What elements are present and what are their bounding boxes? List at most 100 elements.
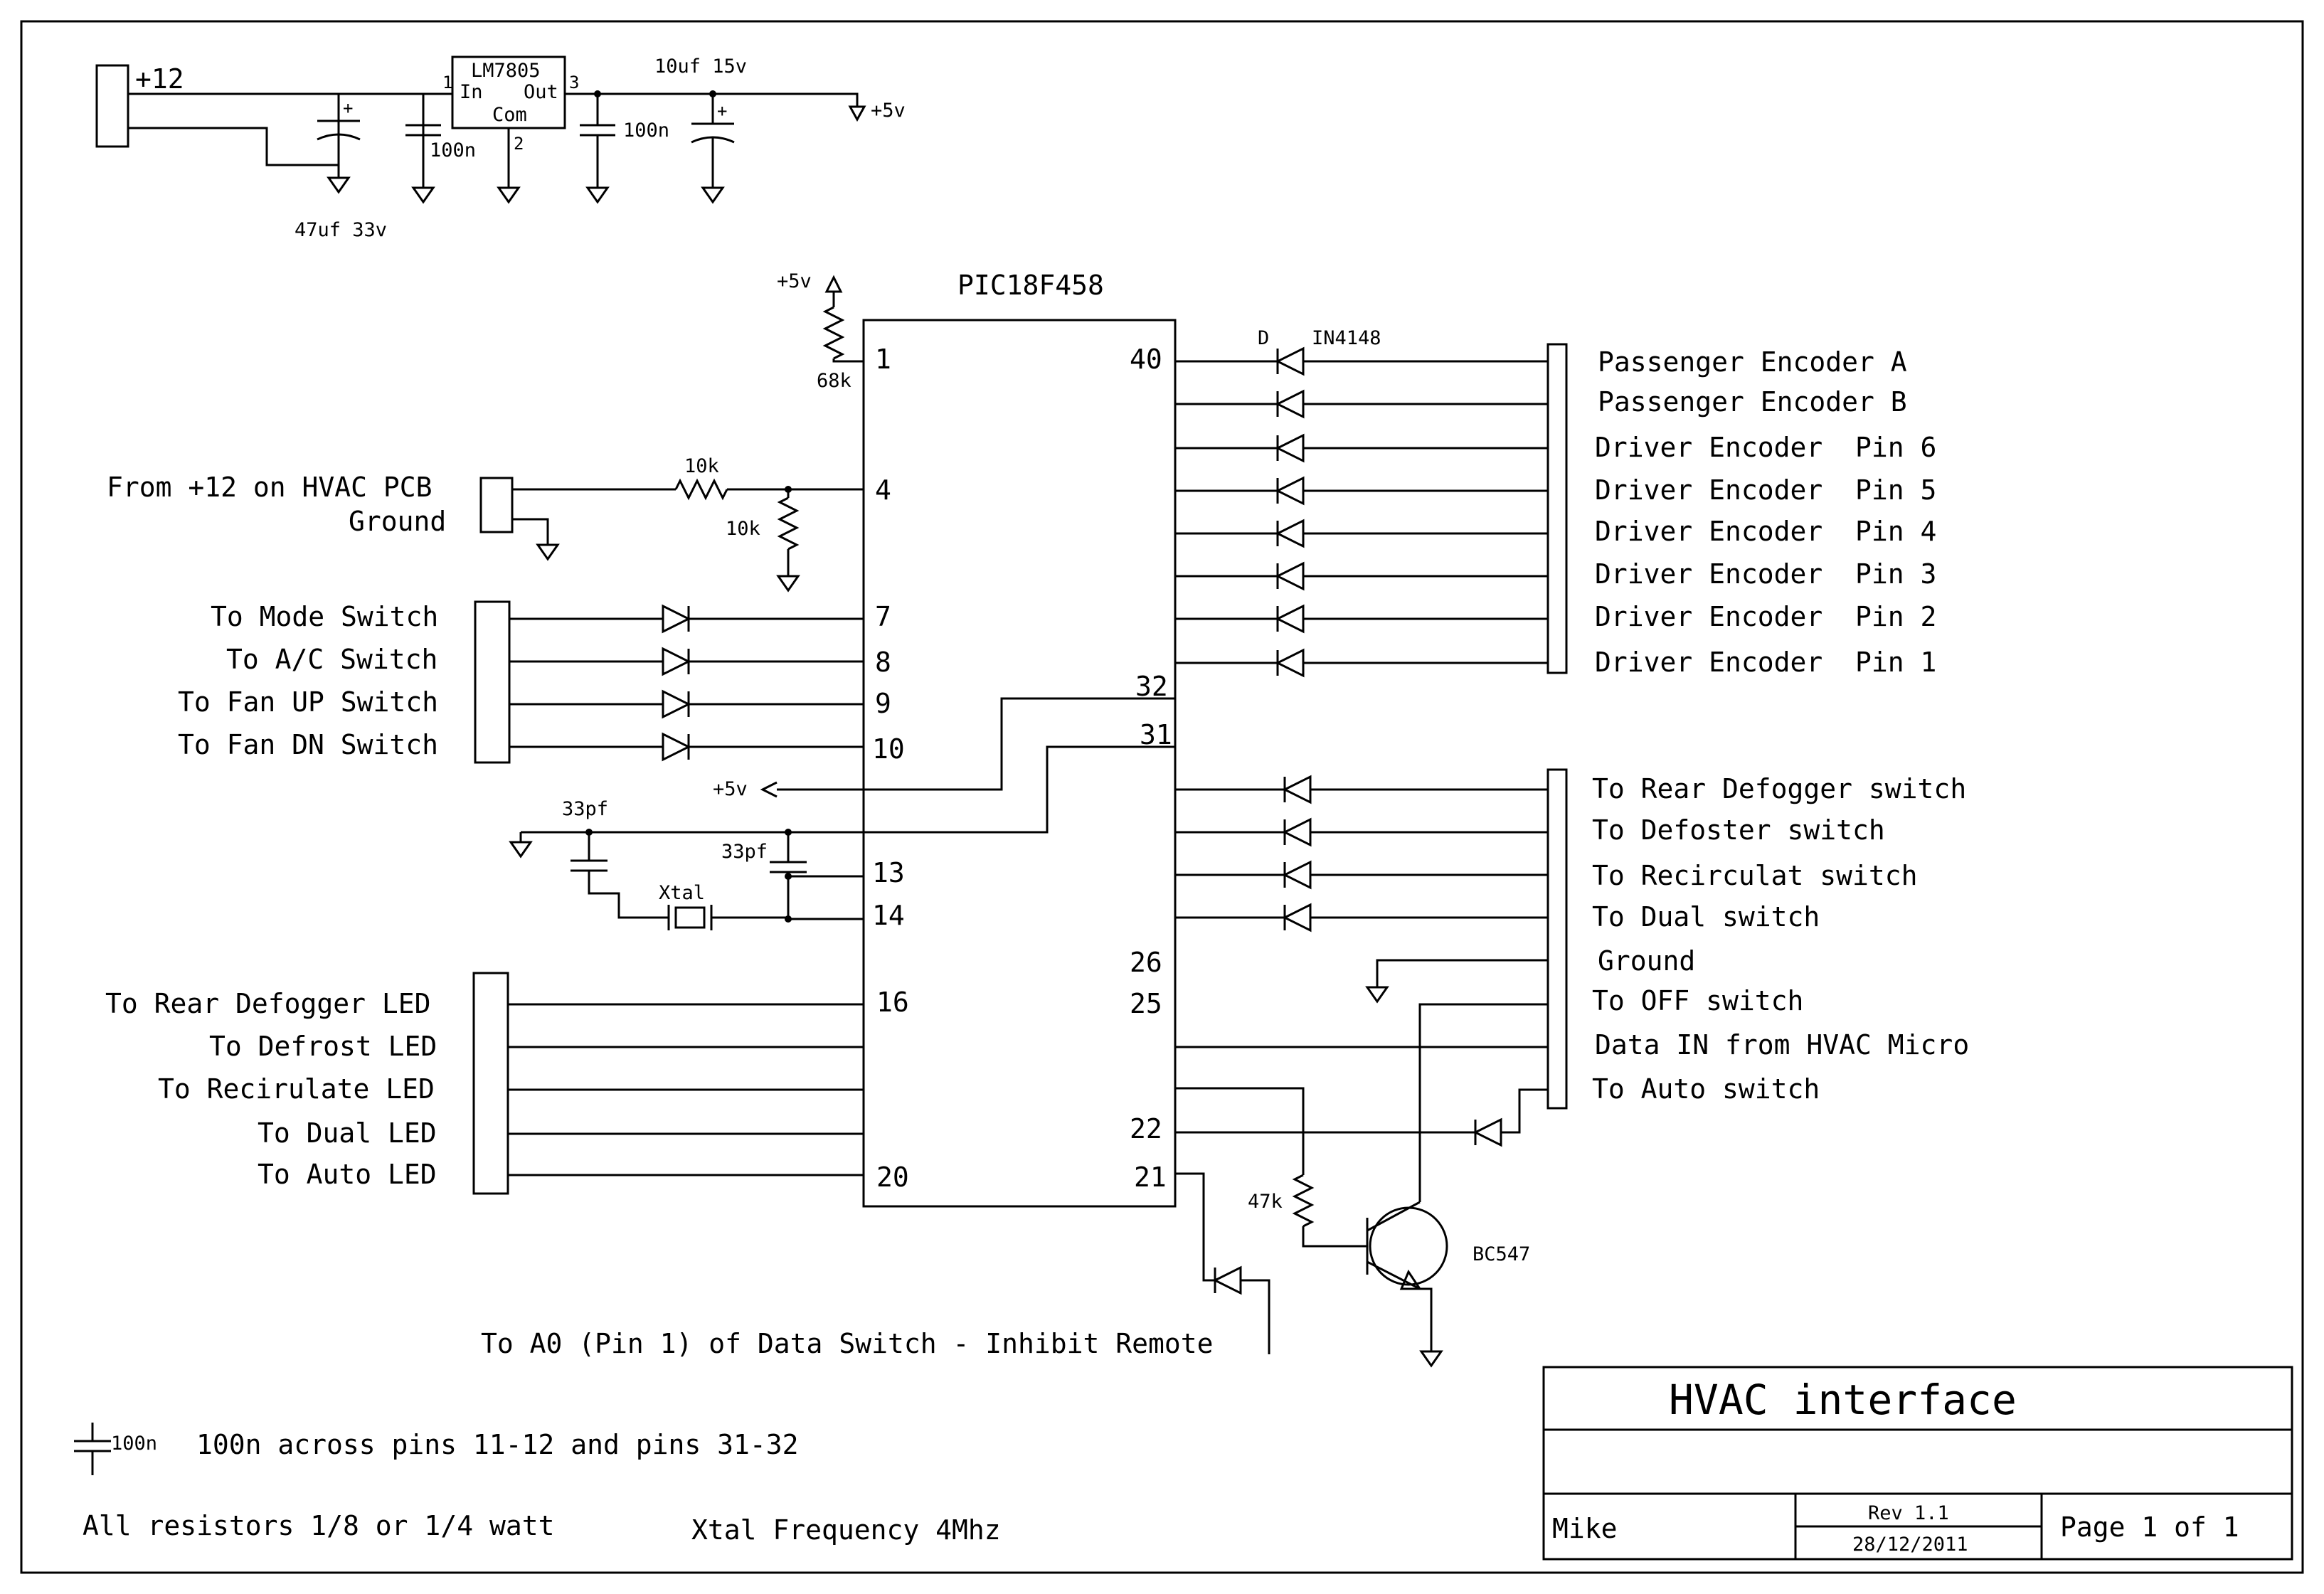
svg-text:D: D (1258, 327, 1269, 349)
control-label-ground: Ground (1598, 945, 1695, 977)
author-text: Mike (1552, 1513, 1618, 1544)
svg-text:3: 3 (569, 73, 579, 92)
input-electrolytic-cap: + (317, 94, 361, 193)
encoder-label-passenger-b: Passenger Encoder B (1598, 386, 1907, 418)
switch-label-fan-dn: To Fan DN Switch (178, 729, 438, 760)
encoder-label-driver-4: Driver Encoder Pin 4 (1595, 516, 1936, 547)
xtal-note: Xtal Frequency 4Mhz (691, 1514, 1001, 1546)
output-cap-value: 10uf 15v (654, 55, 747, 78)
control-label-rear-defogger: To Rear Defogger switch (1592, 773, 1966, 804)
svg-text:1: 1 (442, 73, 452, 92)
svg-text:68k: 68k (817, 370, 851, 392)
encoder-label-driver-2: Driver Encoder Pin 2 (1595, 601, 1936, 632)
svg-text:47k: 47k (1248, 1191, 1283, 1213)
control-label-defoster: To Defoster switch (1592, 814, 1885, 846)
svg-text:4: 4 (875, 474, 891, 506)
svg-text:14: 14 (872, 900, 905, 931)
output-ceramic-cap: 100n (580, 90, 669, 203)
rev-text: Rev 1.1 (1868, 1502, 1949, 1524)
switch-label-ac: To A/C Switch (226, 644, 437, 675)
svg-text:+5v: +5v (777, 270, 812, 292)
svg-text:BC547: BC547 (1473, 1243, 1530, 1265)
input-cap-value: 47uf 33v (295, 219, 387, 241)
encoder-label-driver-3: Driver Encoder Pin 3 (1595, 558, 1936, 590)
input-ceramic-cap: 100n (405, 94, 476, 203)
led-connector: To Rear Defogger LED To Defrost LED To R… (105, 972, 864, 1195)
power-input-connector (95, 64, 129, 148)
vout-label: +5v (871, 100, 906, 122)
page-text: Page 1 of 1 (2060, 1511, 2239, 1543)
svg-text:+5v: +5v (713, 778, 748, 800)
svg-text:26: 26 (1130, 947, 1162, 978)
svg-text:100n: 100n (111, 1433, 157, 1455)
title-text: HVAC interface (1669, 1376, 2017, 1424)
svg-text:10k: 10k (726, 518, 760, 540)
svg-text:7: 7 (875, 601, 891, 632)
led-label-defrost: To Defrost LED (209, 1031, 437, 1062)
cap-note: 100n across pins 11-12 and pins 31-32 (196, 1429, 798, 1460)
svg-text:40: 40 (1130, 344, 1162, 375)
svg-text:32: 32 (1135, 671, 1168, 702)
power-supply: +12 + 100n 47uf 33v LM7805 In Out Com 1 … (95, 55, 906, 241)
encoder-label-driver-5: Driver Encoder Pin 5 (1595, 474, 1936, 506)
led-label-auto: To Auto LED (258, 1159, 437, 1190)
transistor-bc547: 47k BC547 (1248, 1174, 1530, 1367)
svg-text:Com: Com (492, 104, 527, 126)
svg-text:33pf: 33pf (721, 841, 768, 863)
encoder-label-driver-6: Driver Encoder Pin 6 (1595, 432, 1936, 463)
svg-text:In: In (460, 81, 483, 103)
svg-text:1: 1 (875, 344, 891, 375)
svg-text:+: + (717, 101, 727, 121)
svg-text:13: 13 (872, 857, 905, 888)
output-electrolytic-cap: + (691, 90, 735, 203)
svg-text:8: 8 (875, 647, 891, 678)
svg-text:33pf: 33pf (562, 798, 608, 820)
svg-text:9: 9 (875, 688, 891, 719)
inhibit-remote-line: To A0 (Pin 1) of Data Switch - Inhibit R… (481, 1172, 1270, 1359)
switch-label-fan-up: To Fan UP Switch (178, 686, 438, 718)
encoder-label-driver-1: Driver Encoder Pin 1 (1595, 647, 1936, 678)
date-text: 28/12/2011 (1852, 1534, 1968, 1556)
svg-text:25: 25 (1130, 988, 1162, 1019)
control-connector: To Rear Defogger switch To Defoster swit… (1175, 768, 1969, 1202)
led-label-recirculate: To Recirulate LED (158, 1073, 435, 1105)
switch-label-mode: To Mode Switch (211, 601, 438, 632)
title-block: HVAC interface Mike Rev 1.1 28/12/2011 P… (1542, 1366, 2293, 1561)
svg-text:Out: Out (524, 81, 558, 103)
mcu-body (862, 319, 1177, 1208)
control-label-dual: To Dual switch (1592, 901, 1820, 933)
switch-lines (509, 605, 864, 761)
svg-text:10: 10 (872, 733, 905, 765)
svg-text:100n: 100n (623, 119, 669, 142)
svg-text:21: 21 (1134, 1162, 1167, 1193)
svg-text:20: 20 (876, 1162, 909, 1193)
control-label-data-in: Data IN from HVAC Micro (1595, 1029, 1969, 1061)
resistor-note: All resistors 1/8 or 1/4 watt (83, 1510, 554, 1541)
mcu-name: PIC18F458 (957, 270, 1104, 301)
svg-text:22: 22 (1130, 1113, 1162, 1144)
svg-text:2: 2 (514, 134, 524, 154)
svg-text:10k: 10k (684, 455, 719, 477)
power-input-label: +12 (135, 63, 184, 95)
encoder-connector: D IN4148 Passenger Encoder A Passenger E… (1175, 327, 1936, 678)
control-label-auto: To Auto switch (1592, 1073, 1820, 1105)
led-label-dual: To Dual LED (258, 1117, 437, 1149)
svg-text:100n: 100n (430, 139, 476, 161)
svg-text:+: + (343, 98, 353, 118)
svg-text:Xtal: Xtal (659, 882, 705, 904)
hvac-ground-label: Ground (349, 506, 446, 537)
inhibit-remote-label: To A0 (Pin 1) of Data Switch - Inhibit R… (481, 1328, 1214, 1359)
svg-text:IN4148: IN4148 (1312, 327, 1381, 349)
svg-text:LM7805: LM7805 (471, 60, 541, 82)
led-label-rear-defogger: To Rear Defogger LED (105, 988, 431, 1019)
svg-text:16: 16 (876, 987, 909, 1018)
control-label-recirculat: To Recirculat switch (1592, 860, 1918, 891)
encoder-label-passenger-a: Passenger Encoder A (1598, 346, 1907, 378)
sheet-border (20, 20, 2304, 1574)
notes: 100n 100n across pins 11-12 and pins 31-… (74, 1423, 1001, 1546)
switch-connector: To Mode Switch To A/C Switch To Fan UP S… (178, 600, 864, 764)
svg-text:31: 31 (1140, 719, 1172, 750)
hvac-power-label: From +12 on HVAC PCB (107, 472, 433, 503)
mcu-pic18f458: PIC18F458 1 4 7 8 9 10 13 14 16 20 40 32… (509, 270, 1177, 1208)
